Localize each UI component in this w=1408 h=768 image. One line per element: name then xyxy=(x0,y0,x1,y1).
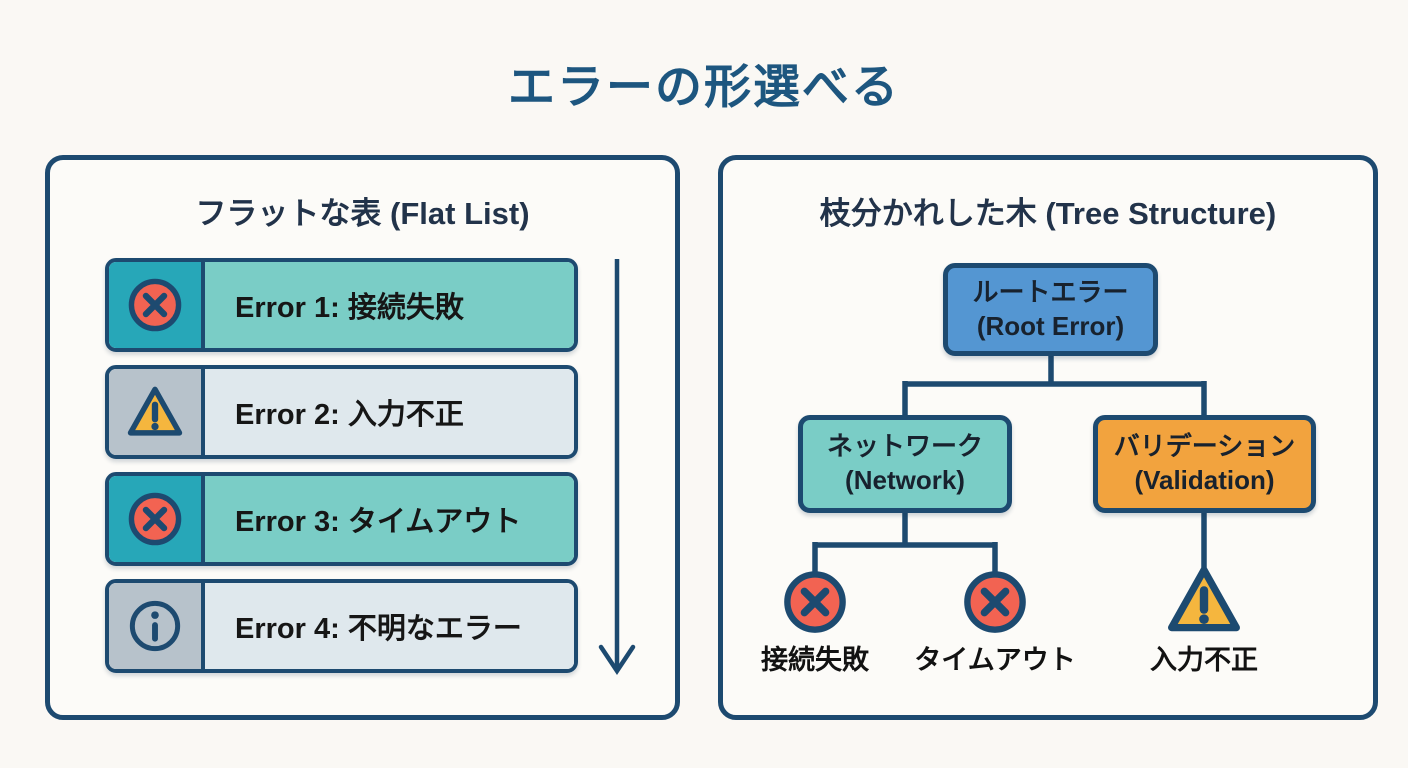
network-label-jp: ネットワーク xyxy=(826,431,983,462)
tree-node-network: ネットワーク (Network) xyxy=(798,415,1012,513)
error-row-label: Error 1: 接続失敗 xyxy=(205,262,574,348)
tree-connector-lines xyxy=(812,351,1207,578)
leaf-label-invalid: 入力不正 xyxy=(1150,645,1258,675)
error-row-label: Error 3: タイムアウト xyxy=(205,476,574,562)
error-x-icon xyxy=(784,571,846,633)
error-x-icon xyxy=(109,476,205,562)
tree-panel: 枝分かれした木 (Tree Structure) ルートエラー (Root Er… xyxy=(718,155,1378,720)
warning-icon xyxy=(1168,566,1240,632)
error-row-4: Error 4: 不明なエラー xyxy=(105,579,578,673)
tree-node-root: ルートエラー (Root Error) xyxy=(943,263,1158,356)
leaf-label-connection: 接続失敗 xyxy=(761,645,869,675)
page-title: エラーの形選べる xyxy=(508,60,900,113)
info-icon xyxy=(109,583,205,669)
flat-list-title: フラットな表 (Flat List) xyxy=(195,196,530,231)
error-x-icon xyxy=(964,571,1026,633)
root-label-en: (Root Error) xyxy=(976,310,1125,341)
down-arrow-icon xyxy=(598,259,636,676)
error-row-list: Error 1: 接続失敗 Error 2: 入力不正 Error 3: タイム… xyxy=(105,258,578,686)
root-label-jp: ルートエラー xyxy=(972,276,1129,307)
error-row-label: Error 2: 入力不正 xyxy=(205,369,574,455)
validation-label-jp: バリデーション xyxy=(1113,431,1296,462)
leaf-label-timeout: タイムアウト xyxy=(914,645,1076,675)
tree-title: 枝分かれした木 (Tree Structure) xyxy=(819,196,1277,231)
tree-node-validation: バリデーション (Validation) xyxy=(1093,415,1316,513)
network-label-en: (Network) xyxy=(845,465,965,495)
warning-icon xyxy=(109,369,205,455)
flat-list-panel: フラットな表 (Flat List) Error 1: 接続失敗 Error 2… xyxy=(45,155,680,720)
error-x-icon xyxy=(109,262,205,348)
error-row-label: Error 4: 不明なエラー xyxy=(205,583,574,669)
error-row-3: Error 3: タイムアウト xyxy=(105,472,578,566)
validation-label-en: (Validation) xyxy=(1134,465,1275,495)
error-row-2: Error 2: 入力不正 xyxy=(105,365,578,459)
error-row-1: Error 1: 接続失敗 xyxy=(105,258,578,352)
